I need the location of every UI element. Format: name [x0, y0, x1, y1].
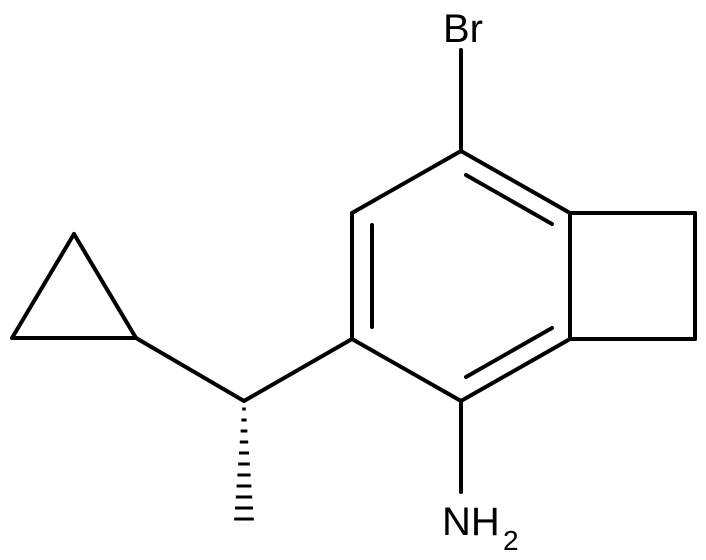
bond-c3-c4	[459, 149, 572, 215]
bromine-label: Br	[443, 7, 483, 51]
bond-c5-c6	[459, 337, 572, 403]
hashed-wedge-bond	[234, 407, 254, 521]
amine-label: NH	[442, 500, 500, 544]
bond-cp-top-left	[10, 232, 76, 340]
cyclopropyl-ring	[10, 232, 138, 340]
bond-cp-right-top	[72, 232, 138, 340]
benzene-ring	[350, 149, 572, 403]
cyclobutane-ring	[568, 211, 697, 341]
bond-c3-c4-inner	[464, 173, 554, 226]
amine-subscript: 2	[503, 525, 519, 556]
bond-c6-c1	[350, 337, 463, 403]
bond-cp-to-stereocenter	[134, 336, 246, 403]
ethyl-linker	[134, 336, 354, 521]
bond-c5-c6-inner	[464, 326, 554, 379]
bond-c2-c3	[350, 149, 463, 215]
bond-stereocenter-to-ring	[242, 337, 354, 403]
